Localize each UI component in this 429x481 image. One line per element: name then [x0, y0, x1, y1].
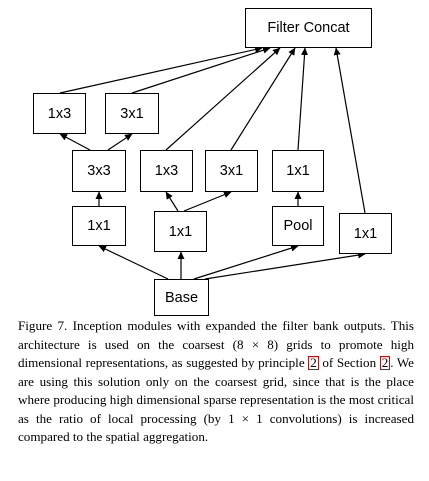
conv-1x1-middle-node: 1x1: [154, 211, 207, 252]
conv-1x1-after-pool-node: 1x1: [272, 150, 324, 192]
edge-l1-to-concat: [59, 46, 263, 94]
edge-base-to-a11: [98, 245, 169, 280]
edge-base-to-pool: [193, 244, 299, 280]
diagram-edges: [59, 46, 366, 280]
caption-text-2: of Section: [318, 355, 380, 370]
principle-reference-link[interactable]: 2: [308, 355, 319, 370]
caption-text-1: Figure 7. Inception modules with expande…: [18, 318, 414, 370]
conv-1x1-left-node: 1x1: [72, 206, 126, 246]
caption-text-3: . We are using this solution only on the…: [18, 355, 414, 444]
conv-1x1-right-node: 1x1: [339, 213, 392, 254]
edge-r11-to-concat: [333, 47, 366, 214]
figure-caption: Figure 7. Inception modules with expande…: [18, 317, 414, 447]
conv-3x1-left-node: 3x1: [105, 93, 159, 134]
edge-m11-to-b31: [183, 191, 232, 212]
edge-p11-to-concat: [297, 47, 309, 151]
conv-1x3-left-node: 1x3: [33, 93, 86, 134]
edge-c33-to-l2: [107, 133, 133, 151]
pool-node: Pool: [272, 206, 324, 246]
edge-b31-to-concat: [230, 47, 296, 151]
edge-l2-to-concat: [131, 46, 271, 94]
conv-3x1-middle-node: 3x1: [205, 150, 258, 192]
edge-b13-to-concat: [165, 47, 281, 151]
filter-concat-node: Filter Concat: [245, 8, 372, 48]
conv-3x3-node: 3x3: [72, 150, 126, 192]
edge-base-to-r11: [204, 251, 366, 280]
section-reference-link[interactable]: 2: [379, 355, 391, 370]
base-node: Base: [154, 279, 209, 316]
edge-c33-to-l1: [59, 133, 91, 151]
conv-1x3-middle-node: 1x3: [140, 150, 193, 192]
edge-m11-to-b13: [165, 191, 179, 212]
